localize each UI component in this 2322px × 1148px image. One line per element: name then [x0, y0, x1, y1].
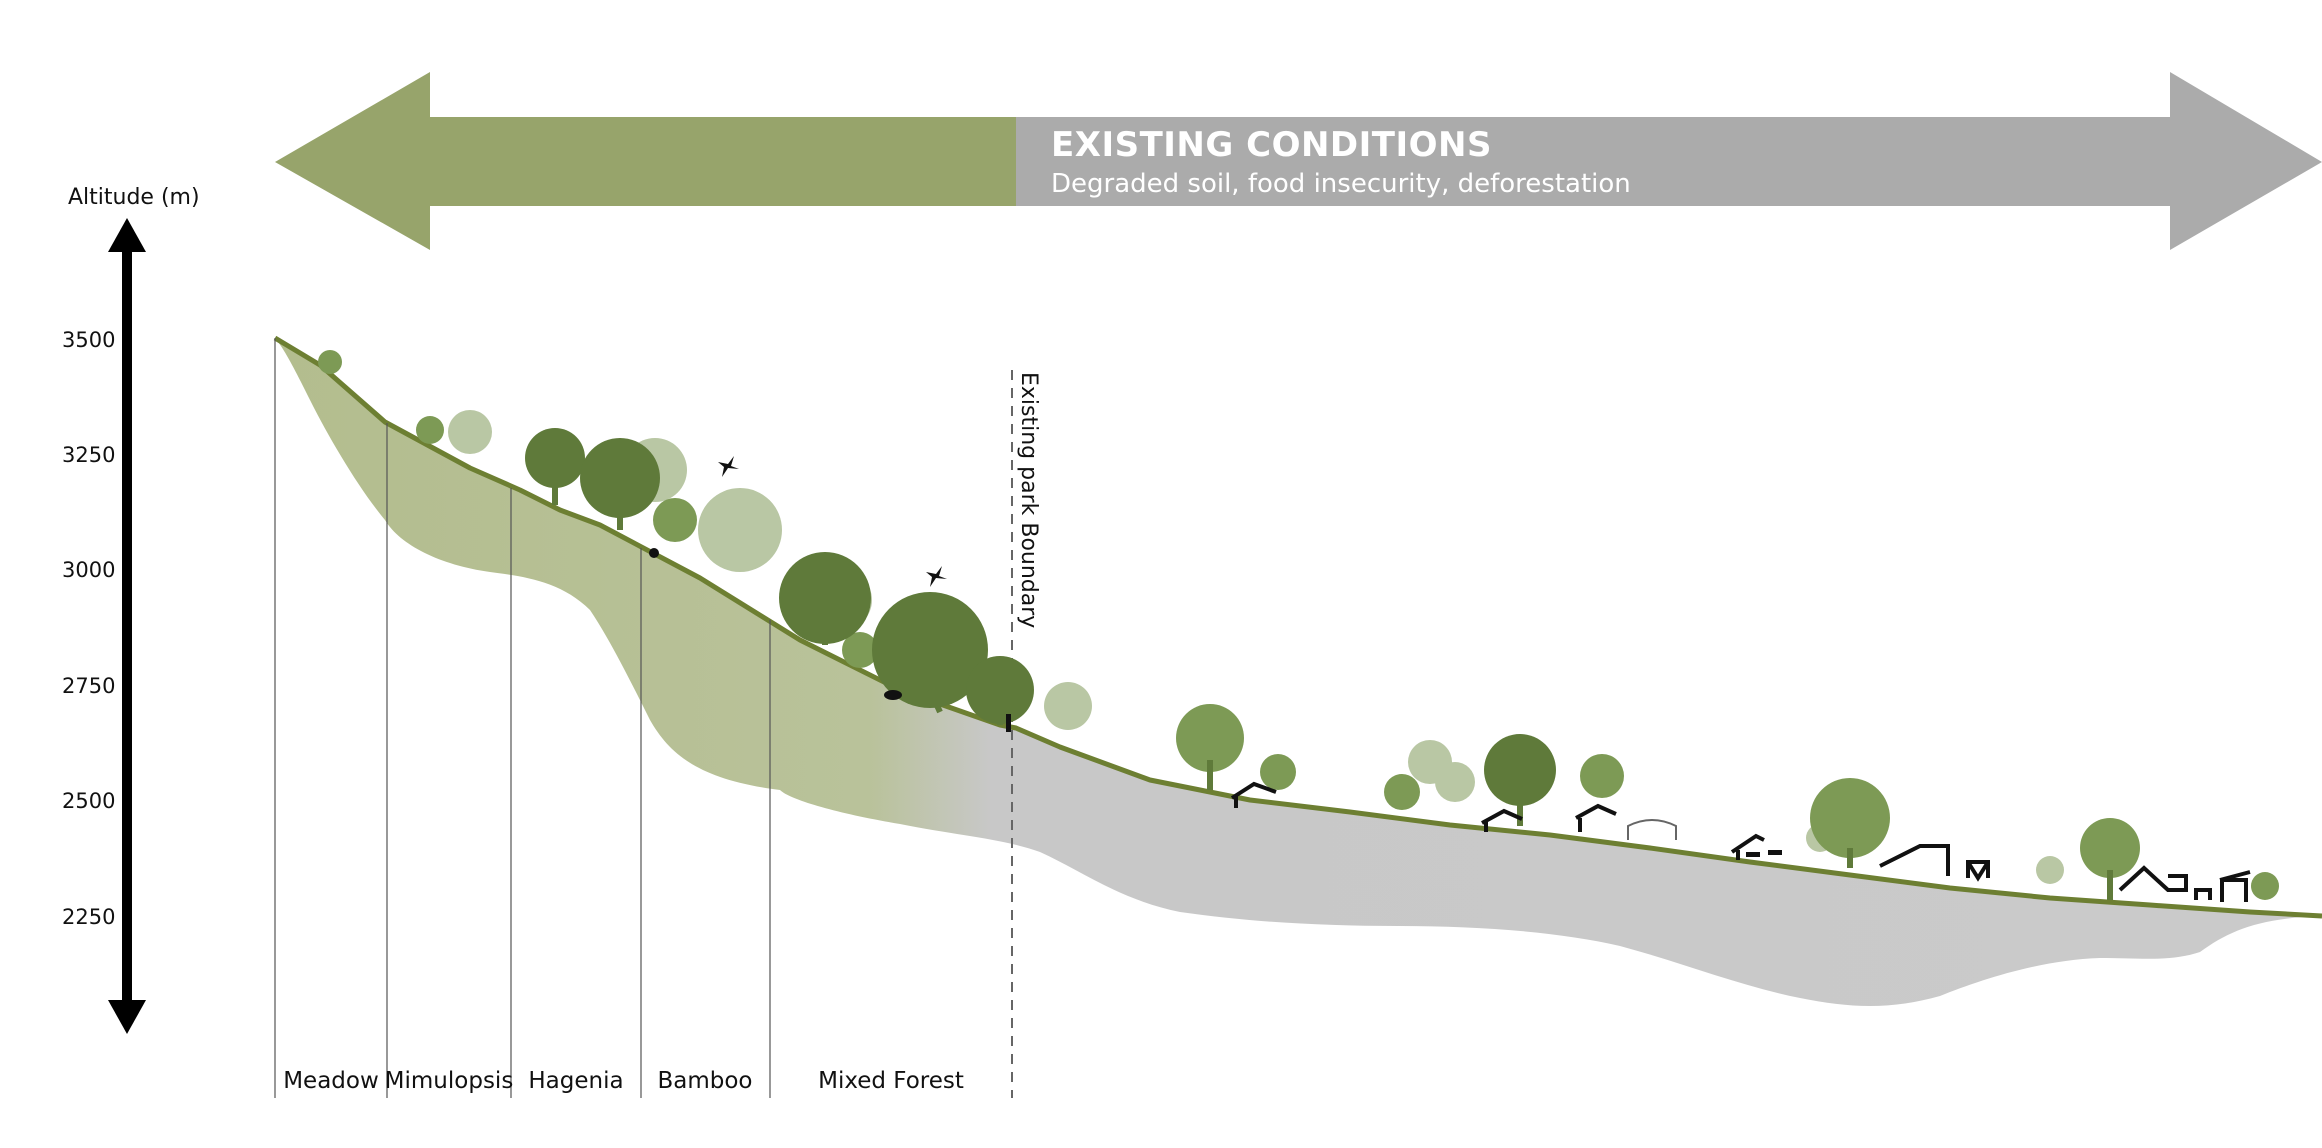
altitude-axis: Altitude (m) 3500 3250 3000 2750 2500 22…	[62, 185, 200, 1034]
banner-arrow-green	[275, 72, 1016, 250]
zone-label-mimulopsis: Mimulopsis	[385, 1068, 514, 1094]
banner-title: EXISTING CONDITIONS	[1051, 125, 1492, 165]
bird-icon	[718, 456, 739, 477]
park-boundary-label: Existing park Boundary	[1016, 372, 1041, 628]
zone-labels: Meadow Mimulopsis Hagenia Bamboo Mixed F…	[283, 1068, 964, 1094]
figures	[649, 548, 1782, 857]
tree-icon	[1384, 774, 1420, 810]
section-soil-fill	[275, 338, 2322, 1006]
tree-icon	[2080, 818, 2140, 878]
zone-label-mixed-forest: Mixed Forest	[818, 1068, 964, 1094]
house-icon	[2194, 870, 2251, 902]
tree-icon	[966, 656, 1034, 724]
terrain-section	[273, 335, 2322, 1006]
altitude-tick: 3500	[62, 328, 115, 352]
arrow-up-icon	[108, 218, 146, 252]
house-icon	[1627, 819, 1677, 840]
tree-icon	[1176, 704, 1244, 772]
zone-label-hagenia: Hagenia	[528, 1068, 623, 1094]
zone-label-bamboo: Bamboo	[657, 1068, 752, 1094]
existing-conditions-banner: EXISTING CONDITIONS Degraded soil, food …	[275, 72, 2322, 250]
tree-icon	[842, 632, 878, 668]
tree-icon	[2251, 872, 2279, 900]
signpost-icon	[1006, 714, 1011, 732]
tree-icon	[653, 498, 697, 542]
banner-subtitle: Degraded soil, food insecurity, deforest…	[1051, 169, 1631, 199]
house-icon	[1730, 833, 1765, 860]
tree-icon	[698, 488, 782, 572]
house-icon	[1481, 808, 1523, 832]
person-icon	[649, 548, 659, 558]
tree-icon	[448, 410, 492, 454]
tree-icon	[1260, 754, 1296, 790]
tree-icon	[1810, 778, 1890, 858]
tree-icon	[2036, 856, 2064, 884]
tree-trunk	[927, 688, 943, 714]
house-icon	[1879, 844, 1950, 876]
altitude-tick: 2750	[62, 674, 115, 698]
banner-arrow-gray	[1016, 72, 2322, 250]
house-icon	[2118, 865, 2188, 892]
tree-icon	[416, 416, 444, 444]
park-boundary: Existing park Boundary	[1011, 370, 1041, 1098]
house-icon	[1575, 803, 1617, 832]
zone-dividers	[274, 338, 771, 1098]
animal-icon	[1768, 850, 1782, 855]
altitude-tick: 2500	[62, 789, 115, 813]
ground-line	[273, 335, 2322, 919]
gorilla-icon	[884, 690, 902, 700]
tree-icon	[1044, 682, 1092, 730]
tree-icon	[580, 438, 660, 518]
tree-icon	[1580, 754, 1624, 798]
bird-icon	[926, 566, 947, 587]
vegetation	[318, 350, 2279, 900]
house-icon	[1230, 781, 1277, 808]
altitude-tick: 3000	[62, 558, 115, 582]
altitude-tick: 2250	[62, 905, 115, 929]
zone-label-meadow: Meadow	[283, 1068, 379, 1094]
tree-icon	[779, 552, 871, 644]
tree-icon	[1435, 762, 1475, 802]
animal-icon	[1746, 852, 1760, 857]
tree-icon	[872, 592, 988, 708]
tree-icon	[1484, 734, 1556, 806]
birds	[718, 456, 947, 587]
shrub-icon	[318, 350, 342, 374]
altitude-axis-label: Altitude (m)	[68, 185, 200, 210]
house-icon	[1966, 860, 1990, 882]
arrow-down-icon	[108, 1000, 146, 1034]
village-structures	[1230, 781, 2251, 902]
tree-icon	[525, 428, 585, 488]
altitude-tick: 3250	[62, 443, 115, 467]
